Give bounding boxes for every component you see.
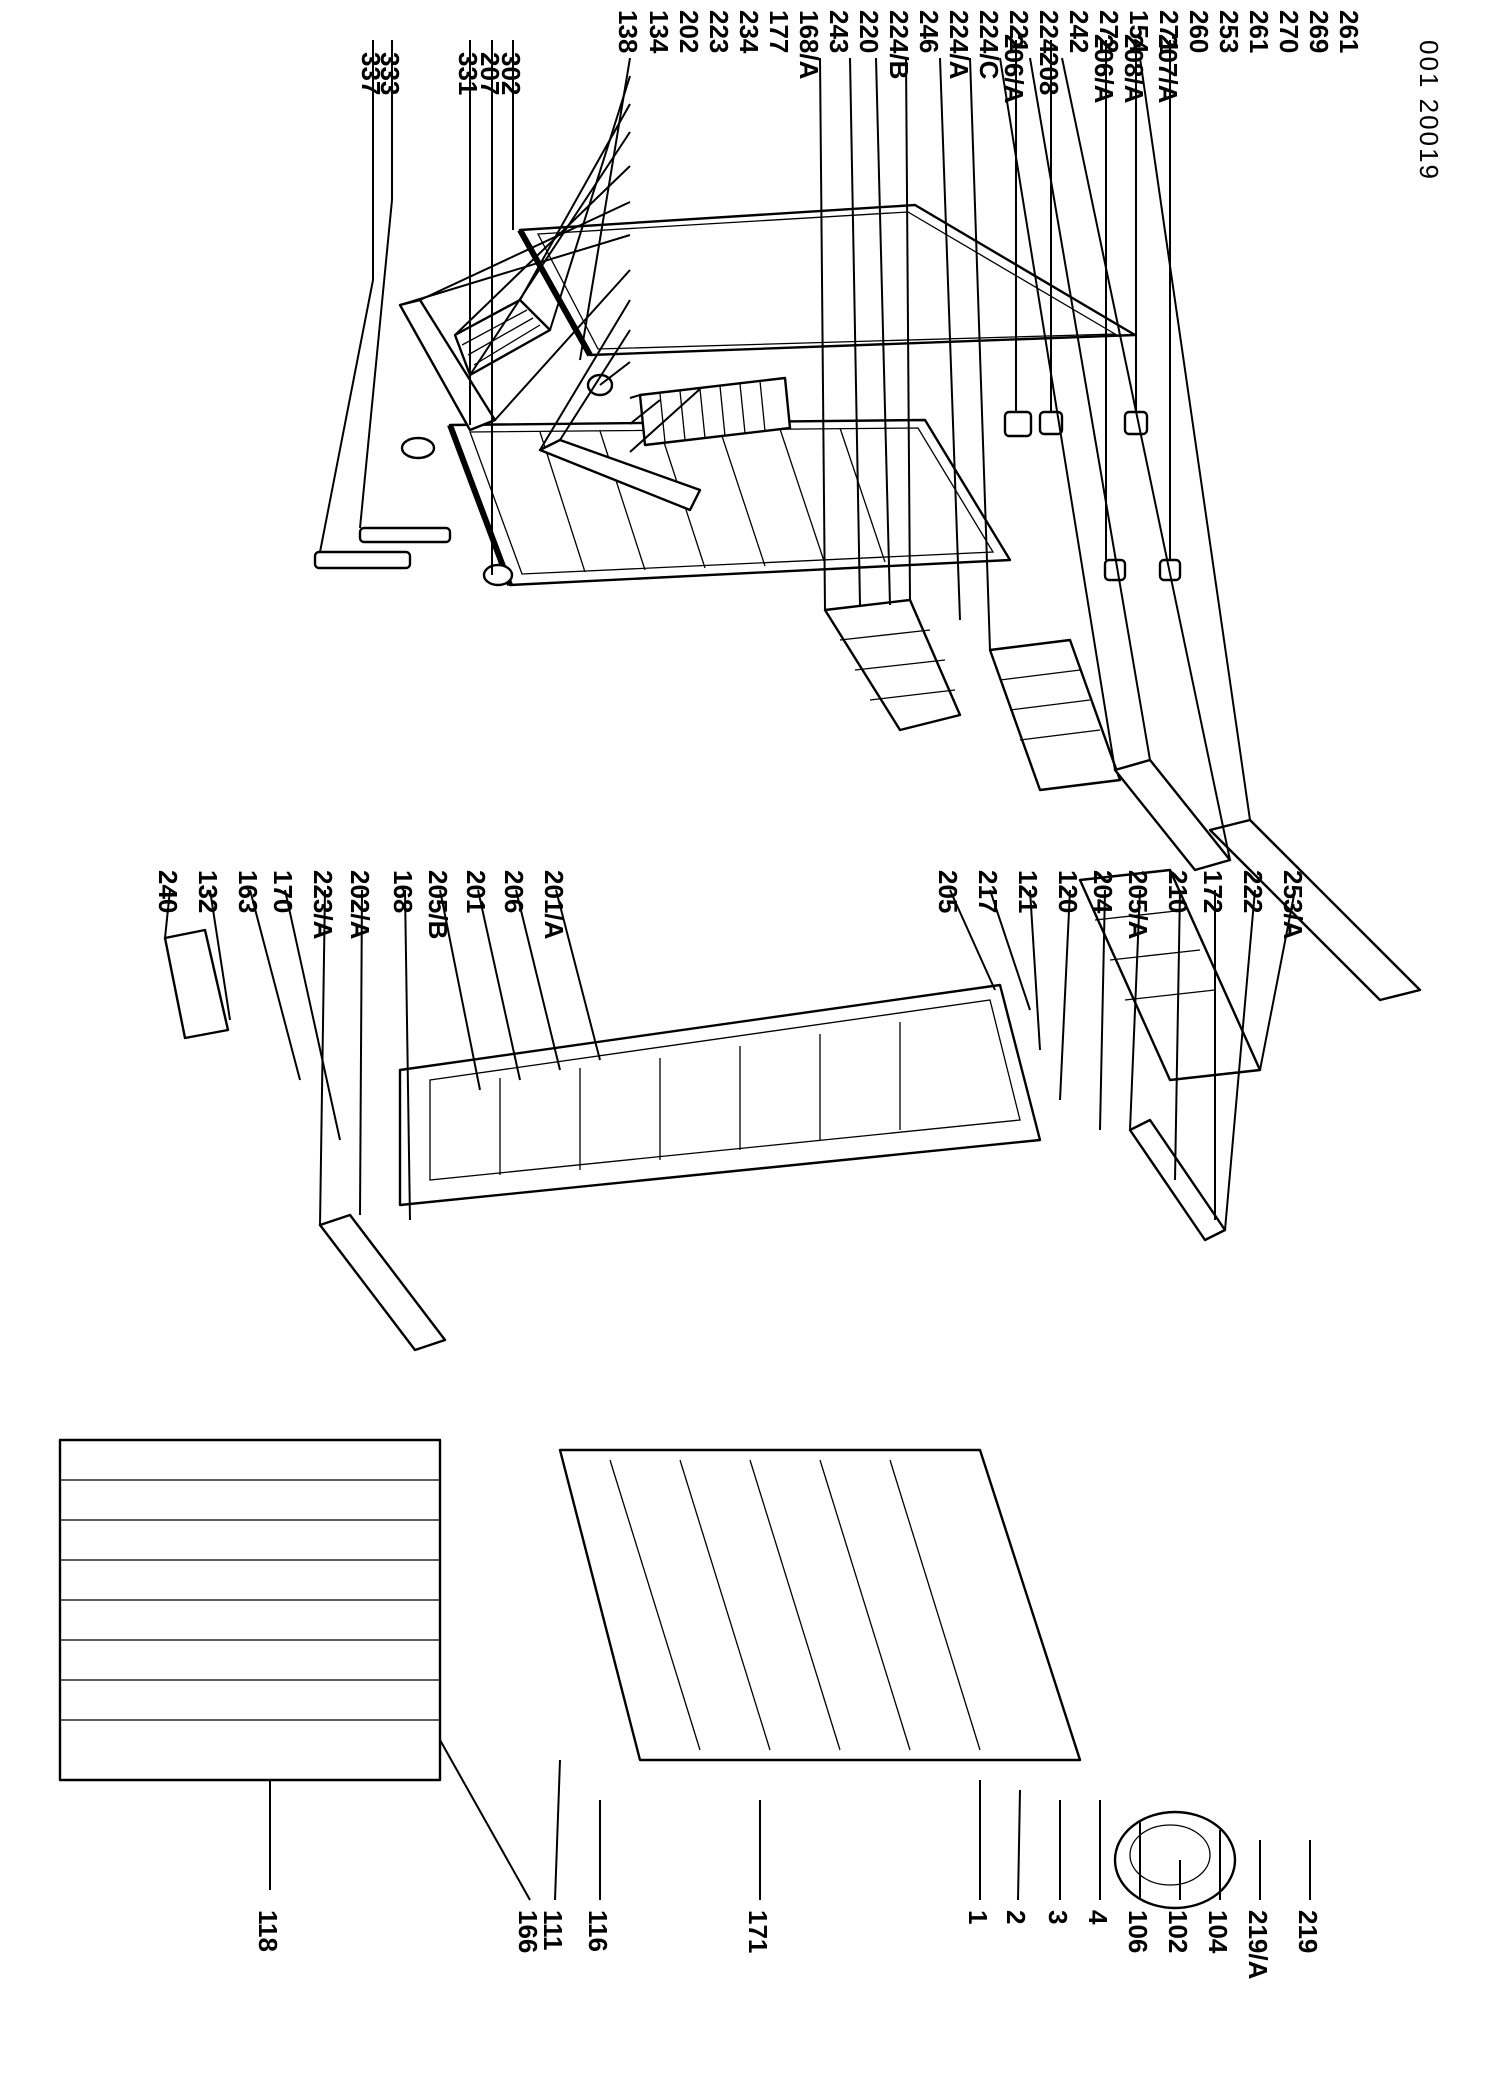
callout-217: 217 — [973, 870, 1003, 913]
callout-labels: 337 333 331 207 302 206/A 208 206/A 208/… — [153, 10, 1364, 1980]
callout-171: 171 — [743, 1910, 773, 1953]
callout-272: 272 — [1094, 10, 1124, 53]
leader-lines — [164, 40, 1311, 1901]
ice-tray-240 — [163, 928, 230, 1040]
callout-206a-2: 206/A — [1089, 34, 1119, 104]
evaporator-coil-111 — [558, 1448, 1082, 1762]
callout-207: 207 — [475, 52, 505, 95]
callout-205: 205 — [933, 870, 963, 913]
bottom-bar-222 — [1128, 1118, 1227, 1242]
callout-170: 170 — [268, 870, 298, 913]
callout-224: 224 — [1034, 10, 1064, 54]
callout-243: 243 — [824, 10, 854, 53]
callout-331: 331 — [453, 52, 483, 95]
callout-4: 4 — [1083, 1910, 1113, 1925]
callout-202: 202 — [674, 10, 704, 53]
callout-224b: 224/B — [884, 10, 914, 79]
callout-242: 242 — [1064, 10, 1094, 53]
condenser-coil-118 — [58, 1438, 442, 1782]
callout-234: 234 — [734, 10, 764, 54]
callout-271: 271 — [1154, 10, 1184, 53]
callout-206: 206 — [499, 870, 529, 913]
callout-253a: 253/A — [1278, 870, 1308, 940]
callout-223a: 223/A — [308, 870, 338, 940]
callout-201: 201 — [461, 870, 491, 913]
callout-224a: 224/A — [944, 10, 974, 80]
control-strip-223a — [318, 1213, 447, 1352]
door-inner-liner-331 — [447, 418, 1012, 587]
door-handle-337-333 — [313, 526, 452, 570]
callout-210: 210 — [1163, 870, 1193, 913]
callout-253: 253 — [1214, 10, 1244, 53]
callout-168a: 168/A — [794, 10, 824, 80]
callout-166: 166 — [513, 1910, 543, 1953]
callout-134: 134 — [644, 10, 674, 54]
callout-111: 111 — [538, 1910, 568, 1951]
callout-208: 208 — [1034, 52, 1064, 95]
drawer-grid-242 — [823, 598, 962, 732]
callout-223: 223 — [704, 10, 734, 53]
callout-116: 116 — [583, 1910, 613, 1952]
cabinet-body — [398, 983, 1042, 1207]
callout-2: 2 — [1001, 1910, 1031, 1924]
callout-1: 1 — [963, 1910, 993, 1924]
callout-261-1: 261 — [1244, 10, 1274, 53]
callout-222: 222 — [1238, 870, 1268, 913]
door-outer-panel-302 — [517, 203, 1137, 357]
callout-202a: 202/A — [345, 870, 375, 940]
callout-163: 163 — [233, 870, 263, 913]
shelf-220 — [538, 438, 702, 512]
compressor-102 — [1113, 1810, 1237, 1910]
callout-246: 246 — [914, 10, 944, 53]
document-id: 001 20019 — [1414, 40, 1444, 181]
callout-219a: 219/A — [1243, 1910, 1273, 1980]
callout-224c: 224/C — [974, 10, 1004, 80]
callout-333: 333 — [375, 52, 405, 95]
callout-205a: 205/A — [1123, 870, 1153, 940]
callout-260: 260 — [1184, 10, 1214, 53]
callout-138: 138 — [613, 10, 643, 53]
callout-104: 104 — [1203, 1910, 1233, 1954]
callout-302: 302 — [496, 52, 526, 95]
callout-207a: 207/A — [1153, 34, 1183, 104]
callout-168: 168 — [388, 870, 418, 913]
callout-3: 3 — [1043, 1910, 1073, 1924]
callout-121: 121 — [1013, 870, 1043, 913]
callout-154: 154 — [1124, 10, 1154, 54]
callout-261-2: 261 — [1334, 10, 1364, 53]
callout-132: 132 — [193, 870, 223, 913]
callout-177: 177 — [764, 10, 794, 53]
callout-270: 270 — [1274, 10, 1304, 53]
basket-253 — [988, 638, 1122, 792]
callout-204: 204 — [1088, 870, 1118, 914]
callout-118: 118 — [253, 1910, 283, 1952]
callout-102: 102 — [1163, 1910, 1193, 1953]
callout-337: 337 — [356, 52, 386, 95]
callout-221: 221 — [1004, 10, 1034, 53]
callout-201a: 201/A — [539, 870, 569, 940]
callout-106: 106 — [1123, 1910, 1153, 1953]
callout-208a: 208/A — [1119, 34, 1149, 104]
callout-220: 220 — [854, 10, 884, 53]
callout-219: 219 — [1293, 1910, 1323, 1953]
callout-240: 240 — [153, 870, 183, 913]
callout-120: 120 — [1053, 870, 1083, 913]
callout-269: 269 — [1304, 10, 1334, 53]
callout-206a-1: 206/A — [999, 34, 1029, 104]
callout-172: 172 — [1198, 870, 1228, 913]
callout-205b: 205/B — [423, 870, 453, 939]
